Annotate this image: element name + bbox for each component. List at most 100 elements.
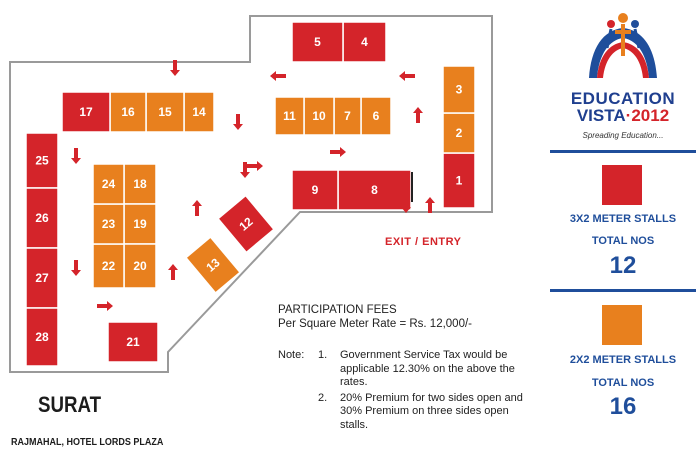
fees-notes: Note: 1. Government Service Tax would be… xyxy=(278,349,528,432)
stall-number: 24 xyxy=(102,177,116,191)
stall-22: 22 xyxy=(92,243,125,289)
hall-outline xyxy=(9,15,493,373)
flow-arrow-icon xyxy=(413,107,423,123)
note-text: Government Service Tax would be applicab… xyxy=(340,349,515,388)
stall-number: 21 xyxy=(126,335,140,349)
stall-17: 17 xyxy=(61,91,111,133)
brand-year: 2012 xyxy=(631,106,670,125)
stall-26: 26 xyxy=(25,187,59,249)
stall-box xyxy=(145,91,185,133)
flow-arrow-icon xyxy=(399,71,415,81)
stall-number: 9 xyxy=(312,183,319,197)
stall-box xyxy=(123,163,157,205)
stall-box xyxy=(25,307,59,367)
brand-separator: · xyxy=(625,106,632,125)
stall-number: 18 xyxy=(133,177,147,191)
stall-number: 7 xyxy=(344,109,351,123)
stall-28: 28 xyxy=(25,307,59,367)
stall-box xyxy=(123,243,157,289)
stall-2: 2 xyxy=(442,112,476,154)
participation-fees: PARTICIPATION FEES Per Square Meter Rate… xyxy=(278,303,472,331)
stall-number: 27 xyxy=(35,271,49,285)
exit-entry-label: EXIT / ENTRY xyxy=(385,236,462,248)
stall-number: 15 xyxy=(158,105,172,119)
note-row-1: Note: 1. Government Service Tax would be… xyxy=(278,349,528,390)
stall-number: 17 xyxy=(79,105,93,119)
stall-box xyxy=(291,21,344,63)
legend-title-red: 3X2 METER STALLS xyxy=(569,213,677,225)
flow-arrow-icon xyxy=(97,301,113,311)
brand-line-2: VISTA·2012 xyxy=(550,106,696,126)
legend-swatch-red xyxy=(602,165,642,205)
stall-number: 25 xyxy=(35,154,49,168)
legend-total-label-orange: TOTAL NOS xyxy=(591,377,655,389)
fees-rate: Per Square Meter Rate = Rs. 12,000/- xyxy=(278,318,473,330)
stall-number: 20 xyxy=(133,259,147,273)
stall-21: 21 xyxy=(107,321,159,363)
stall-4: 4 xyxy=(342,21,387,63)
stall-8: 8 xyxy=(337,169,412,211)
divider-top xyxy=(550,150,696,153)
legend-swatch-orange xyxy=(602,305,642,345)
brand-sidebar: EDUCATION VISTA·2012 Spreading Education… xyxy=(550,0,696,463)
stall-number: 22 xyxy=(102,259,116,273)
stall-12: 12 xyxy=(217,194,275,254)
stall-box xyxy=(337,169,412,211)
flow-arrow-icon xyxy=(247,161,263,171)
stall-27: 27 xyxy=(25,247,59,309)
stall-10: 10 xyxy=(303,96,335,136)
flow-arrow-icon xyxy=(240,162,250,178)
legend-total-label-red: TOTAL NOS xyxy=(591,235,655,247)
stall-number: 8 xyxy=(371,183,378,197)
stall-number: 19 xyxy=(133,217,147,231)
stall-number: 23 xyxy=(102,217,116,231)
fees-heading: PARTICIPATION FEES xyxy=(278,304,397,316)
note-label-spacer xyxy=(278,392,318,433)
flow-arrow-icon xyxy=(71,148,81,164)
flow-arrow-icon xyxy=(71,260,81,276)
stall-box xyxy=(92,163,125,205)
brand-tagline: Spreading Education... xyxy=(582,131,664,140)
stall-box xyxy=(274,96,305,136)
stall-box xyxy=(291,169,339,211)
legend-count-orange: 16 xyxy=(609,393,637,420)
stall-number: 11 xyxy=(283,109,296,123)
note-number: 1. xyxy=(318,349,328,361)
note-number: 2. xyxy=(318,391,328,404)
stall-number: 10 xyxy=(312,109,326,123)
stall-number: 6 xyxy=(373,109,380,123)
flow-arrow-icon xyxy=(270,71,286,81)
stall-9: 9 xyxy=(291,169,339,211)
stall-box xyxy=(442,112,476,154)
stall-number: 14 xyxy=(192,105,206,119)
venue-name: RAJMAHAL, HOTEL LORDS PLAZA xyxy=(11,437,164,448)
note-text: 20% Premium for two sides open and 30% P… xyxy=(340,391,523,431)
stall-number: 26 xyxy=(35,211,49,225)
stall-box xyxy=(217,194,275,254)
stall-23: 23 xyxy=(92,203,125,245)
education-vista-logo-icon xyxy=(589,13,657,78)
stall-box xyxy=(92,243,125,289)
stall-box xyxy=(25,132,59,189)
stall-box xyxy=(360,96,392,136)
legend-title-orange: 2X2 METER STALLS xyxy=(569,354,677,366)
note-row-2: 2. 20% Premium for two sides open and 30… xyxy=(278,392,528,433)
stall-number: 1 xyxy=(456,174,463,188)
stall-14: 14 xyxy=(183,91,215,133)
stall-number: 5 xyxy=(314,35,321,49)
stall-box xyxy=(92,203,125,245)
stall-5: 5 xyxy=(291,21,344,63)
stall-15: 15 xyxy=(145,91,185,133)
stall-13: 13 xyxy=(184,236,242,294)
flow-arrow-icon xyxy=(233,114,243,130)
floor-plan-map: 1234567891011121314151617181920212223242… xyxy=(9,15,493,373)
stall-box xyxy=(442,65,476,114)
stall-1: 1 xyxy=(442,152,476,209)
stall-19: 19 xyxy=(123,203,157,245)
stall-number: 2 xyxy=(456,126,463,140)
flow-arrow-icon xyxy=(192,200,202,216)
flow-arrow-icon xyxy=(401,197,411,213)
stall-number: 3 xyxy=(456,83,463,97)
divider-middle xyxy=(550,289,696,292)
